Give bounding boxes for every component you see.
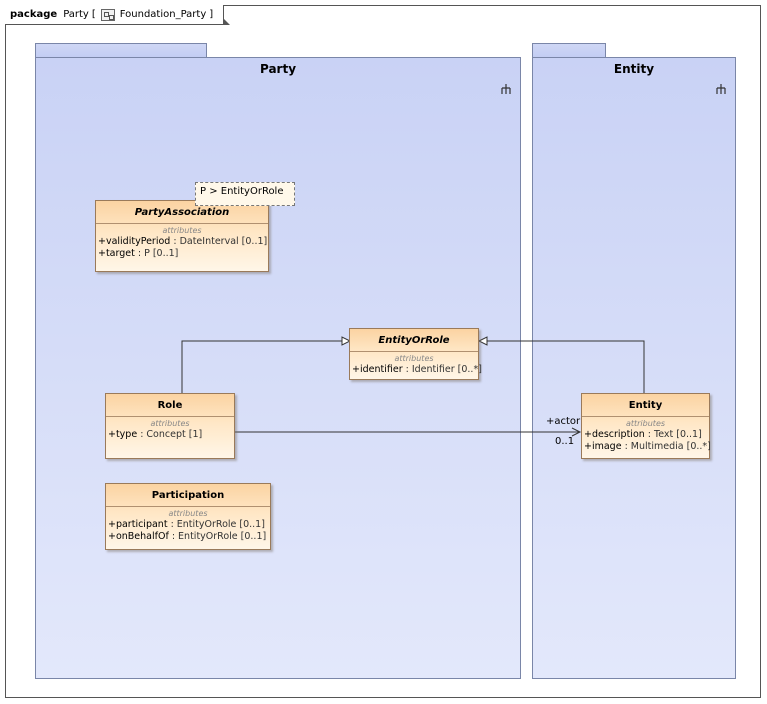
compartment-label: attributes <box>394 354 434 363</box>
class-party-association[interactable]: PartyAssociation attributes +validityPer… <box>95 200 269 272</box>
template-parameter[interactable]: P > EntityOrRole <box>195 182 295 206</box>
attribute-name: +target <box>98 248 135 259</box>
diagram-header[interactable]: package Party [ Foundation_Party ] <box>5 5 231 25</box>
attribute-type: : EntityOrRole [0..1] <box>167 519 265 530</box>
structure-icon <box>501 84 511 94</box>
package-party-tab[interactable] <box>35 43 207 57</box>
structure-icon <box>716 84 726 94</box>
package-entity-tab[interactable] <box>532 43 606 57</box>
generalization-arrowhead <box>477 336 488 346</box>
attribute-name: +participant <box>108 519 168 530</box>
attribute-type: : DateInterval [0..1] <box>170 236 268 247</box>
compartment-divider <box>106 416 234 417</box>
diagram-name: Foundation_Party <box>119 9 207 20</box>
package-entity[interactable]: Entity <box>532 57 736 679</box>
attribute-row[interactable]: +validityPeriod : DateInterval [0..1] <box>96 236 268 248</box>
compartment-label: attributes <box>168 509 208 518</box>
class-diagram-icon <box>100 8 115 21</box>
attribute-row[interactable]: +participant : EntityOrRole [0..1] <box>106 519 270 531</box>
generalization-arrowhead <box>341 336 352 346</box>
attribute-type: : EntityOrRole [0..1] <box>168 531 267 542</box>
class-entity[interactable]: Entity attributes +description : Text [0… <box>581 393 711 459</box>
association-multiplicity[interactable]: 0..1 <box>555 436 575 447</box>
class-name: PartyAssociation <box>134 207 230 218</box>
compartment-label: attributes <box>150 419 190 428</box>
class-name: Entity <box>628 400 663 411</box>
attribute-name: +description <box>584 429 645 440</box>
compartment-label: attributes <box>162 226 202 235</box>
class-name: Role <box>157 400 183 411</box>
generalization-entity-to-entityorrole <box>487 340 645 393</box>
attribute-name: +image <box>584 441 622 452</box>
package-entity-title: Entity <box>613 62 655 76</box>
attribute-row[interactable]: +onBehalfOf : EntityOrRole [0..1] <box>106 531 270 543</box>
association-role-name[interactable]: +actor <box>546 416 581 427</box>
attribute-name: +identifier <box>352 364 403 375</box>
generalization-role-to-entityorrole <box>181 340 342 393</box>
diagram-bracket-close: ] <box>209 9 214 20</box>
attribute-row[interactable]: +image : Multimedia [0..*] <box>582 441 711 453</box>
attribute-row[interactable]: +identifier : Identifier [0..*] <box>350 364 482 376</box>
attribute-type: : Concept [1] <box>137 429 203 440</box>
class-role[interactable]: Role attributes +type : Concept [1] <box>105 393 235 459</box>
class-name: EntityOrRole <box>378 335 450 346</box>
diagram-package-name: Party <box>63 9 89 20</box>
compartment-divider <box>582 416 709 417</box>
compartment-label: attributes <box>625 419 666 428</box>
compartment-divider <box>350 351 478 352</box>
association-arrowhead <box>571 427 582 437</box>
attribute-row[interactable]: +target : P [0..1] <box>96 248 268 260</box>
diagram-keyword: package <box>10 9 58 20</box>
attribute-type: : Multimedia [0..*] <box>621 441 711 452</box>
attribute-name: +type <box>108 429 138 440</box>
class-participation[interactable]: Participation attributes +participant : … <box>105 483 271 550</box>
diagram-bracket-open: [ <box>91 9 96 20</box>
attribute-type: : P [0..1] <box>134 248 179 259</box>
class-entity-or-role[interactable]: EntityOrRole attributes +identifier : Id… <box>349 328 482 380</box>
compartment-divider <box>106 506 270 507</box>
attribute-name: +validityPeriod <box>98 236 171 247</box>
attribute-row[interactable]: +type : Concept [1] <box>106 429 234 441</box>
attribute-type: : Text [0..1] <box>644 429 702 440</box>
package-party-title: Party <box>259 62 297 76</box>
class-name: Participation <box>151 490 225 501</box>
compartment-divider <box>96 223 268 224</box>
attribute-row[interactable]: +description : Text [0..1] <box>582 429 709 441</box>
attribute-name: +onBehalfOf <box>108 531 169 542</box>
attribute-type: : Identifier [0..*] <box>402 364 482 375</box>
